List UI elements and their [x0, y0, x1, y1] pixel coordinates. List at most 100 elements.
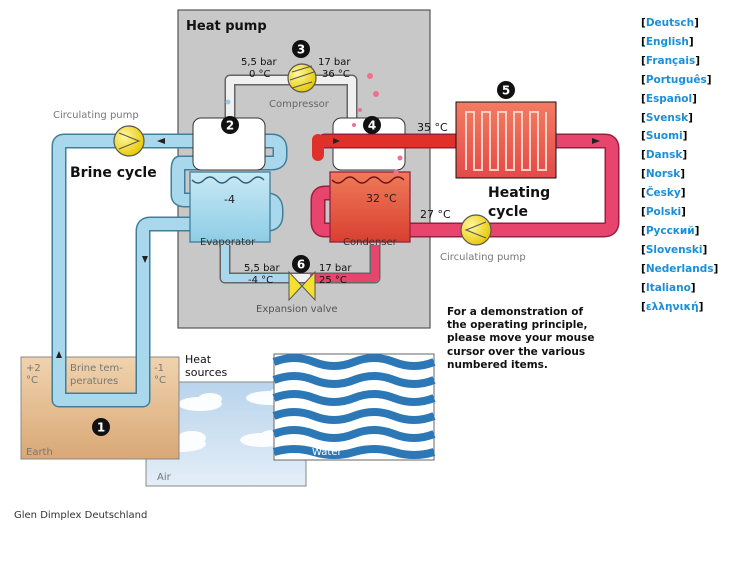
brine-temp-left-unit: °C [26, 375, 38, 386]
brine-temperatures-line2: peratures [70, 376, 118, 387]
condenser-temp: 32 °C [366, 192, 397, 205]
language-item: [English] [641, 35, 694, 48]
marker-5-label: 5 [502, 84, 510, 98]
compressor-out-pressure: 17 bar [318, 57, 351, 68]
heating-cycle-label-line2: cycle [488, 204, 528, 220]
brine-temp-right-unit: °C [154, 375, 166, 386]
language-item: [Français] [641, 54, 701, 67]
marker-2[interactable]: 2 [221, 116, 239, 134]
language-link-english[interactable]: English [645, 35, 689, 48]
marker-5[interactable]: 5 [497, 81, 515, 99]
marker-2-label: 2 [226, 119, 234, 133]
earth-panel[interactable] [20, 356, 180, 460]
compressor-in-pressure: 5,5 bar [241, 57, 278, 68]
heat-sources-line2: sources [185, 366, 228, 379]
language-link-suomi[interactable]: Suomi [645, 130, 683, 143]
condenser[interactable] [329, 171, 411, 243]
water-label: Water [312, 447, 342, 458]
expansion-valve-label: Expansion valve [256, 304, 338, 315]
demo-line: please move your mouse [447, 332, 595, 345]
language-item: [Deutsch] [641, 17, 699, 29]
expansion-valve-right[interactable] [301, 270, 316, 302]
language-item: [Dansk] [641, 149, 688, 162]
language-item: [Svensk] [641, 111, 693, 124]
demo-line: cursor over the various [447, 345, 586, 358]
refrigerant-flow-colored [221, 245, 379, 282]
air-label: Air [157, 472, 172, 483]
water-panel[interactable] [273, 353, 435, 461]
language-link-slovenski[interactable]: Slovenski [645, 243, 703, 256]
earth-label: Earth [26, 447, 53, 458]
brine-temperatures-line1: Brine tem- [70, 363, 123, 374]
compressor-stripes [289, 65, 315, 89]
demo-line: the operating principle, [447, 319, 588, 332]
valve-out-pressure: 5,5 bar [244, 263, 281, 274]
language-link-polski[interactable]: Polski [645, 206, 682, 219]
language-item: [Español] [641, 92, 697, 105]
flow-arrows [56, 138, 600, 358]
condenser-label: Condenser [343, 237, 398, 248]
valve-in-pressure: 17 bar [319, 263, 352, 274]
heating-supply-temp: 35 °C [417, 121, 448, 134]
brine-pump-arrow-icon [118, 132, 141, 150]
language-link-russkiy[interactable]: Русский [645, 224, 695, 237]
language-item: [Italiano] [641, 281, 696, 294]
heating-return-temp: 27 °C [420, 208, 451, 221]
language-item: [Nederlands] [641, 262, 719, 275]
marker-3[interactable]: 3 [292, 40, 310, 58]
evaporator-wave [191, 176, 265, 184]
language-link-cesky[interactable]: Česky [645, 187, 681, 200]
language-link-svensk[interactable]: Svensk [645, 111, 689, 124]
language-link-dansk[interactable]: Dansk [645, 149, 683, 162]
valve-in-temp: 25 °C [319, 275, 347, 286]
language-link-francais[interactable]: Français [645, 54, 696, 67]
language-list: [Deutsch] [English] [Français] [Portuguê… [641, 14, 718, 317]
marker-1[interactable]: 1 [92, 418, 110, 436]
language-link-nederlands[interactable]: Nederlands [645, 262, 714, 275]
language-link-italiano[interactable]: Italiano [645, 281, 691, 294]
brine-pump-label: Circulating pump [53, 110, 139, 121]
demo-line: For a demonstration of [447, 306, 584, 318]
language-item: [Polski] [641, 206, 686, 219]
expansion-valve-left[interactable] [288, 270, 303, 302]
brine-cycle-label: Brine cycle [70, 165, 157, 181]
language-item: [Русский] [641, 224, 700, 237]
marker-6-label: 6 [297, 258, 305, 272]
condenser-wave [331, 176, 405, 184]
evaporator-label: Evaporator [200, 237, 256, 248]
language-link-ellinika[interactable]: ελληνική [645, 300, 699, 313]
language-item: [Suomi] [641, 130, 688, 143]
language-link-deutsch[interactable]: Deutsch [645, 17, 695, 29]
compressor-in-temp: 0 °C [249, 69, 271, 80]
heat-sources-line1: Heat [185, 353, 212, 366]
compressor-label: Compressor [269, 99, 330, 110]
language-link-norsk[interactable]: Norsk [645, 168, 681, 181]
marker-6[interactable]: 6 [292, 255, 310, 273]
language-item: [Slovenski] [641, 243, 708, 256]
heating-pump-label: Circulating pump [440, 252, 526, 263]
marker-3-label: 3 [297, 43, 305, 57]
brine-temp-right-value: -1 [154, 363, 164, 374]
credit: Glen Dimplex Deutschland [14, 510, 148, 521]
wave-pattern [272, 354, 436, 459]
marker-4-label: 4 [368, 119, 376, 133]
marker-1-label: 1 [97, 421, 105, 435]
valve-out-temp: -4 °C [248, 275, 273, 286]
heating-pump-arrow-icon [464, 221, 487, 239]
language-item: [Português] [641, 73, 712, 86]
language-item: [ελληνική] [641, 300, 704, 313]
compressor-out-temp: 36 °C [322, 69, 350, 80]
evaporator-temp: -4 [224, 193, 235, 206]
evaporator[interactable] [189, 171, 271, 243]
refrigerant-bubbles [225, 73, 403, 175]
heating-cycle-label-line1: Heating [488, 185, 550, 201]
marker-4[interactable]: 4 [363, 116, 381, 134]
brine-temp-left-value: +2 [26, 363, 41, 374]
language-link-portugues[interactable]: Português [645, 73, 707, 86]
language-item: [Norsk] [641, 168, 686, 181]
radiator-coil [465, 111, 547, 171]
demo-line: numbered items. [447, 358, 548, 371]
demo-instructions: For a demonstration of the operating pri… [447, 306, 647, 372]
language-link-espanol[interactable]: Español [645, 92, 693, 105]
